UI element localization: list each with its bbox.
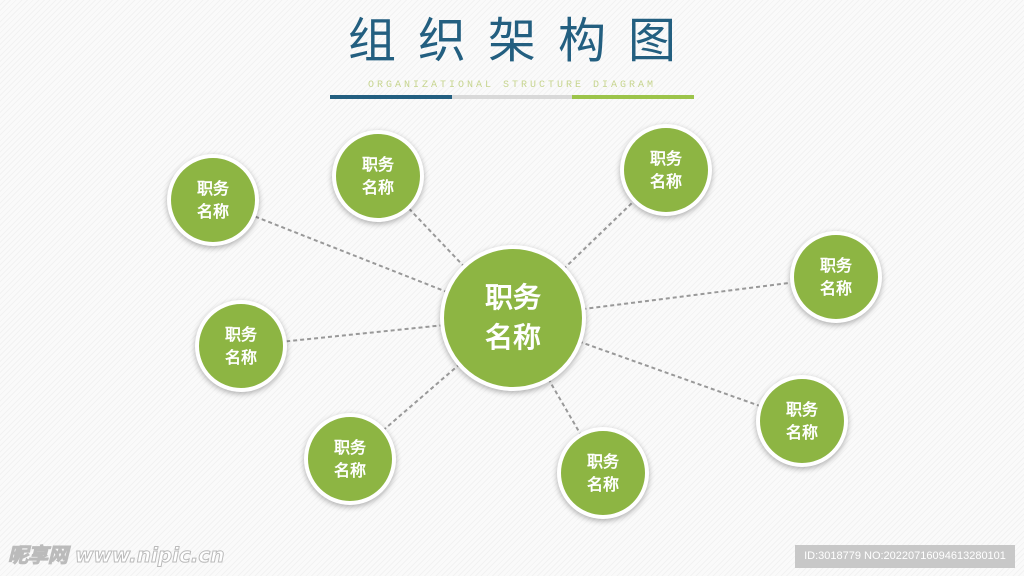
node-label: 名称 (224, 348, 257, 367)
node-label: 职务 (484, 281, 541, 314)
node-label: 名称 (196, 202, 229, 221)
connector-line (212, 199, 514, 319)
node-label: 职务 (785, 400, 818, 419)
node-label: 名称 (785, 423, 818, 442)
node-label: 职务 (361, 155, 394, 174)
center-node[interactable]: 职务名称 (440, 245, 586, 391)
node-label: 职务 (224, 325, 257, 344)
node-label: 职务 (819, 256, 852, 275)
org-node[interactable]: 职务名称 (332, 130, 424, 222)
title-underline-left (330, 95, 452, 99)
org-node[interactable]: 职务名称 (620, 124, 712, 216)
title-underline-right (572, 95, 694, 99)
node-label: 名称 (333, 461, 366, 480)
org-node[interactable]: 职务名称 (756, 375, 848, 467)
node-label: 名称 (586, 475, 619, 494)
node-label: 职务 (333, 438, 366, 457)
watermark-logo: 昵享网 www.nipic.cn (8, 543, 226, 568)
node-label: 名称 (484, 321, 541, 354)
title-underline-middle (452, 95, 572, 99)
org-node[interactable]: 职务名称 (167, 154, 259, 246)
org-node[interactable]: 职务名称 (557, 427, 649, 519)
node-label: 名称 (361, 178, 394, 197)
node-label: 名称 (819, 279, 852, 298)
org-node[interactable]: 职务名称 (790, 231, 882, 323)
org-node[interactable]: 职务名称 (195, 300, 287, 392)
node-label: 职务 (586, 452, 619, 471)
org-node[interactable]: 职务名称 (304, 413, 396, 505)
watermark-id: ID:3018779 NO:20220716094613280101 (795, 545, 1015, 568)
page-subtitle: ORGANIZATIONAL STRUCTURE DIAGRAM (367, 80, 657, 91)
node-label: 职务 (649, 149, 682, 168)
node-label: 职务 (196, 179, 229, 198)
connector-line (512, 276, 837, 319)
node-label: 名称 (649, 172, 682, 191)
page-title: 组织架构图 (347, 13, 698, 69)
